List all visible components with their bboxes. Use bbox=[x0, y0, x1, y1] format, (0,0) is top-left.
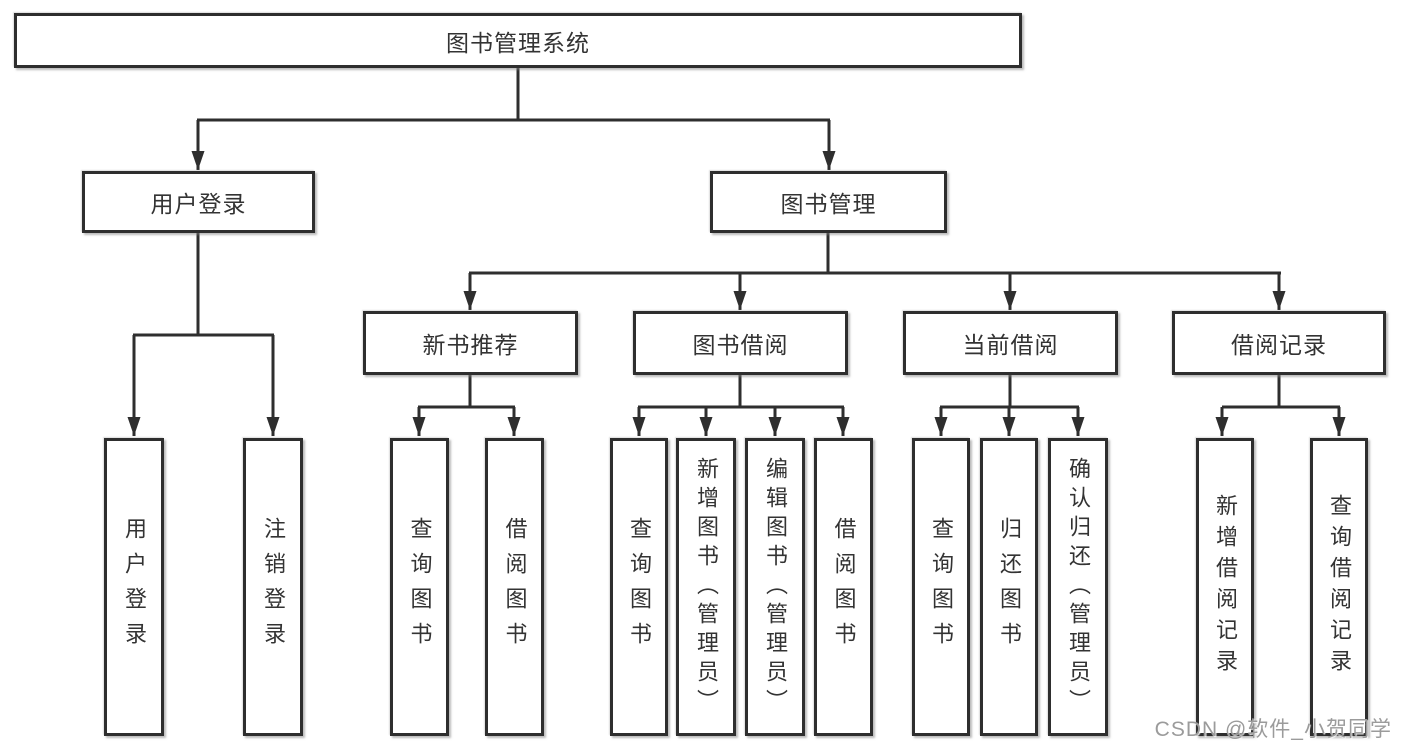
node-label: 借阅记录 bbox=[1231, 332, 1327, 358]
node-user-login: 用户登录 bbox=[82, 171, 315, 233]
node-new-book-recommendation: 新书推荐 bbox=[363, 311, 578, 375]
leaf-add-borrow-record: 新增借阅记录 bbox=[1196, 438, 1254, 736]
node-label: 新书推荐 bbox=[422, 332, 519, 358]
leaf-query-borrow-record: 查询借阅记录 bbox=[1310, 438, 1368, 736]
node-label: 新增借阅记录 bbox=[1213, 494, 1238, 680]
node-label: 查询图书 bbox=[929, 517, 954, 657]
node-label: 当前借阅 bbox=[962, 332, 1059, 358]
leaf-query-books-borrowing: 查询图书 bbox=[610, 438, 668, 736]
node-label: 归还图书 bbox=[997, 517, 1022, 657]
leaf-confirm-return-admin: 确认归还（管理员） bbox=[1048, 438, 1108, 736]
leaf-edit-book-admin: 编辑图书（管理员） bbox=[745, 438, 805, 736]
leaf-borrow-books-borrowing: 借阅图书 bbox=[814, 438, 873, 736]
tree-arrow-lines bbox=[127, 120, 1346, 436]
node-label: 编辑图书（管理员） bbox=[763, 456, 788, 718]
node-label: 查询借阅记录 bbox=[1327, 494, 1352, 680]
csdn-watermark: CSDN @软件_小贺同学 bbox=[1154, 718, 1392, 741]
leaf-return-book: 归还图书 bbox=[980, 438, 1038, 736]
node-label: 借阅图书 bbox=[831, 517, 857, 657]
node-library-management-system: 图书管理系统 bbox=[14, 13, 1022, 68]
node-label: 查询图书 bbox=[627, 517, 652, 657]
node-label: 用户登录 bbox=[122, 517, 147, 657]
node-label: 图书借阅 bbox=[692, 332, 789, 358]
leaf-query-books-current: 查询图书 bbox=[912, 438, 970, 736]
node-label: 查询图书 bbox=[407, 517, 433, 657]
node-label: 图书管理系统 bbox=[446, 29, 590, 56]
node-borrowing-records: 借阅记录 bbox=[1172, 311, 1386, 375]
node-label: 新增图书（管理员） bbox=[694, 456, 719, 718]
leaf-add-book-admin: 新增图书（管理员） bbox=[676, 438, 736, 736]
leaf-logout: 注销登录 bbox=[243, 438, 303, 736]
node-label: 确认归还（管理员） bbox=[1066, 456, 1091, 718]
leaf-borrow-books-recommend: 借阅图书 bbox=[485, 438, 544, 736]
leaf-query-books-recommend: 查询图书 bbox=[390, 438, 449, 736]
node-label: 借阅图书 bbox=[502, 517, 528, 657]
node-book-management: 图书管理 bbox=[710, 171, 947, 233]
node-current-borrowing: 当前借阅 bbox=[903, 311, 1118, 375]
node-label: 用户登录 bbox=[150, 191, 247, 217]
node-label: 图书管理 bbox=[780, 191, 877, 217]
node-book-borrowing: 图书借阅 bbox=[633, 311, 848, 375]
leaf-user-login: 用户登录 bbox=[104, 438, 164, 736]
node-label: 注销登录 bbox=[261, 517, 286, 657]
